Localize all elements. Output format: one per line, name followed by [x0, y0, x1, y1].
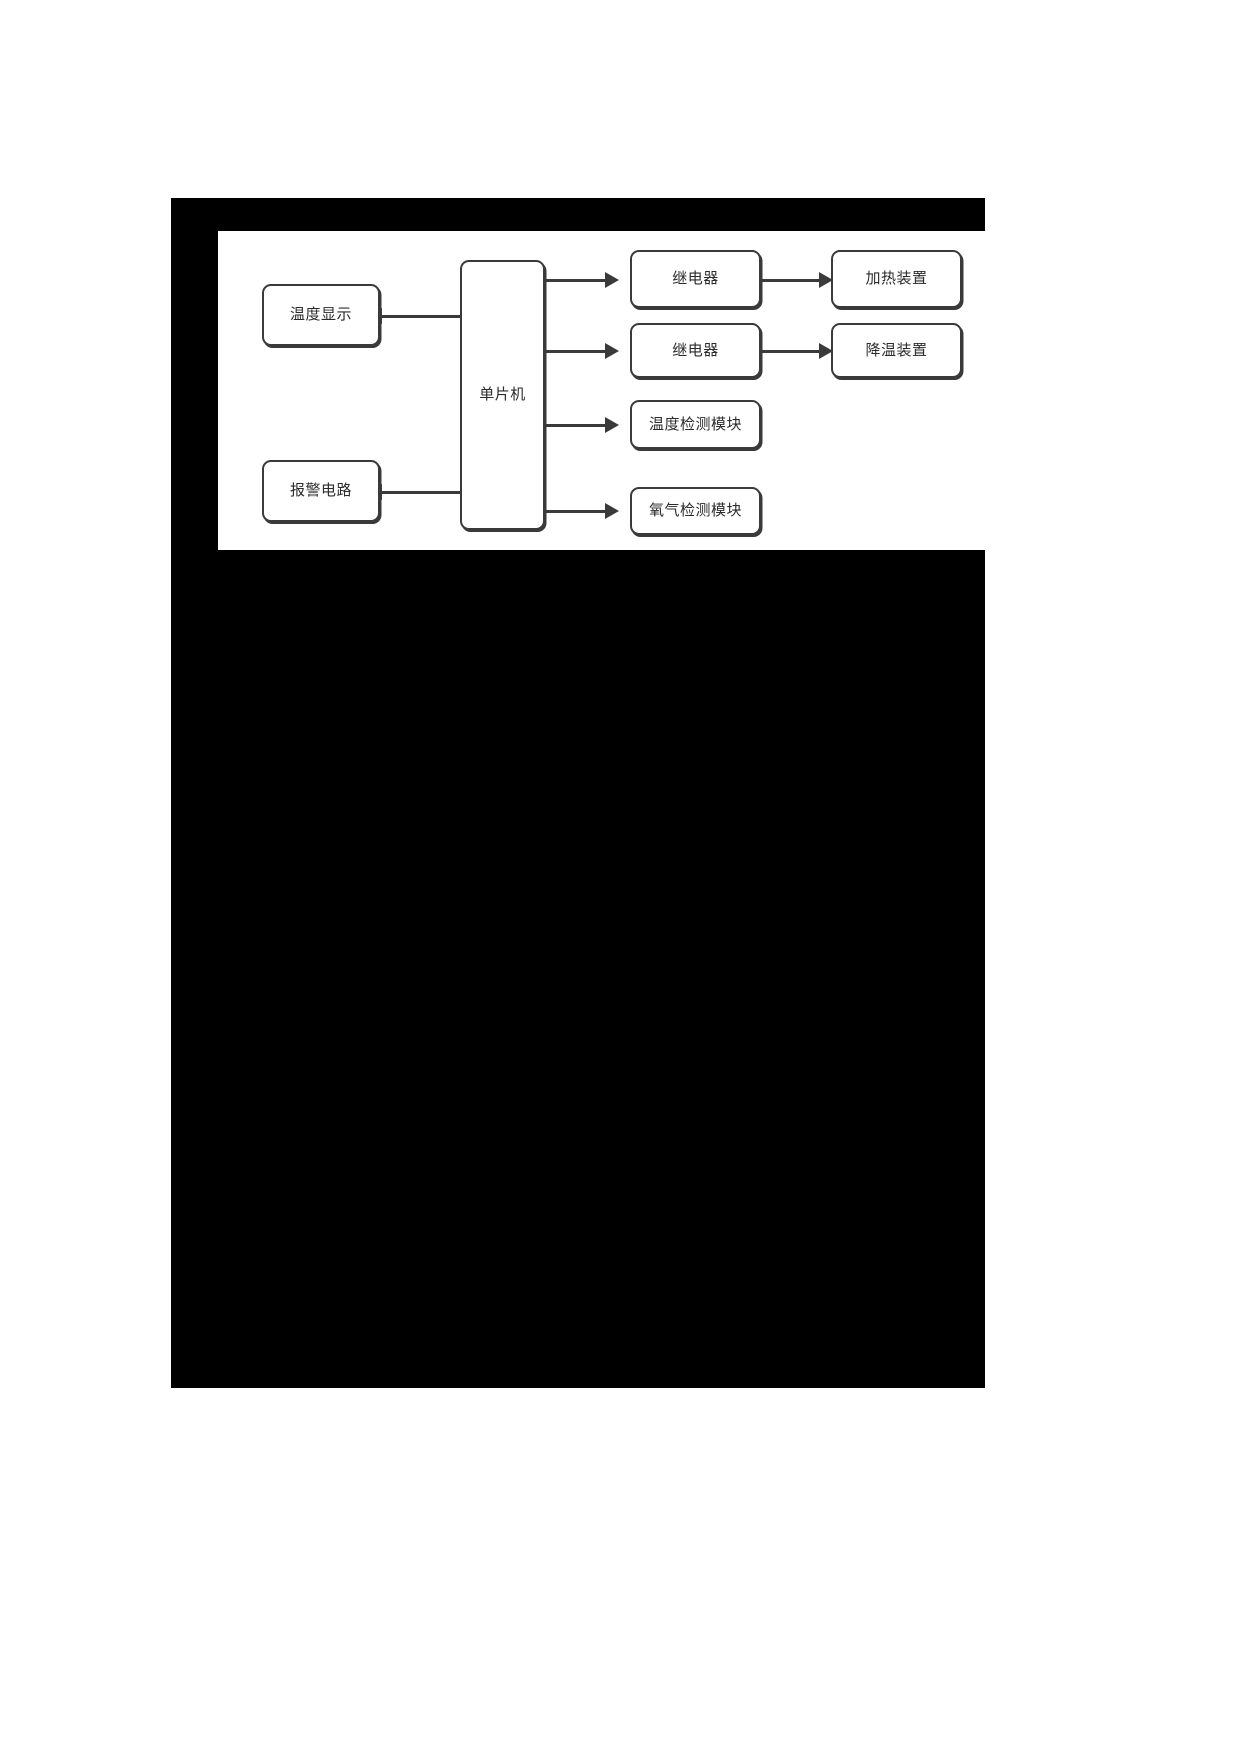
node-alarm-circuit[interactable]: 报警电路	[262, 460, 380, 522]
node-temp-module-label: 温度检测模块	[648, 415, 742, 433]
node-heating[interactable]: 加热装置	[831, 250, 962, 308]
node-cooling-label: 降温装置	[865, 341, 928, 359]
edge-mcu-to-relay-2	[545, 350, 607, 353]
node-temp-module[interactable]: 温度检测模块	[630, 400, 761, 449]
arrowhead-relay-1	[605, 272, 619, 288]
edge-mcu-to-oxygen-module	[545, 510, 607, 513]
node-oxygen-module-label: 氧气检测模块	[648, 502, 742, 519]
node-relay-2-label: 继电器	[672, 341, 719, 359]
arrowhead-relay-2	[605, 343, 619, 359]
edge-relay-1-to-heating	[761, 279, 821, 282]
edge-relay-2-to-cooling	[761, 350, 821, 353]
edge-mcu-to-alarm-circuit	[380, 491, 465, 494]
arrowhead-temp-module	[605, 417, 619, 433]
node-mcu-label: 单片机	[479, 386, 526, 403]
arrowhead-cooling	[819, 343, 833, 359]
node-temp-display-label: 温度显示	[289, 306, 352, 323]
edge-mcu-to-temp-module	[545, 424, 607, 427]
edge-mcu-to-relay-1	[545, 279, 607, 282]
arrowhead-heating	[819, 272, 833, 288]
node-heating-label: 加热装置	[865, 270, 928, 287]
diagram-panel: 单片机 温度显示 报警电路 继电器 继电器 温度检测模块 氧气检测模块 加热装置…	[218, 231, 985, 550]
node-mcu[interactable]: 单片机	[460, 260, 545, 530]
node-temp-display[interactable]: 温度显示	[262, 284, 380, 346]
arrowhead-oxygen-module	[605, 503, 619, 519]
edge-mcu-to-temp-display	[380, 315, 465, 318]
node-alarm-circuit-label: 报警电路	[289, 482, 352, 499]
node-cooling[interactable]: 降温装置	[831, 323, 962, 378]
node-relay-1-label: 继电器	[672, 270, 719, 287]
node-relay-2[interactable]: 继电器	[630, 323, 761, 378]
node-relay-1[interactable]: 继电器	[630, 250, 761, 308]
node-oxygen-module[interactable]: 氧气检测模块	[630, 487, 761, 535]
